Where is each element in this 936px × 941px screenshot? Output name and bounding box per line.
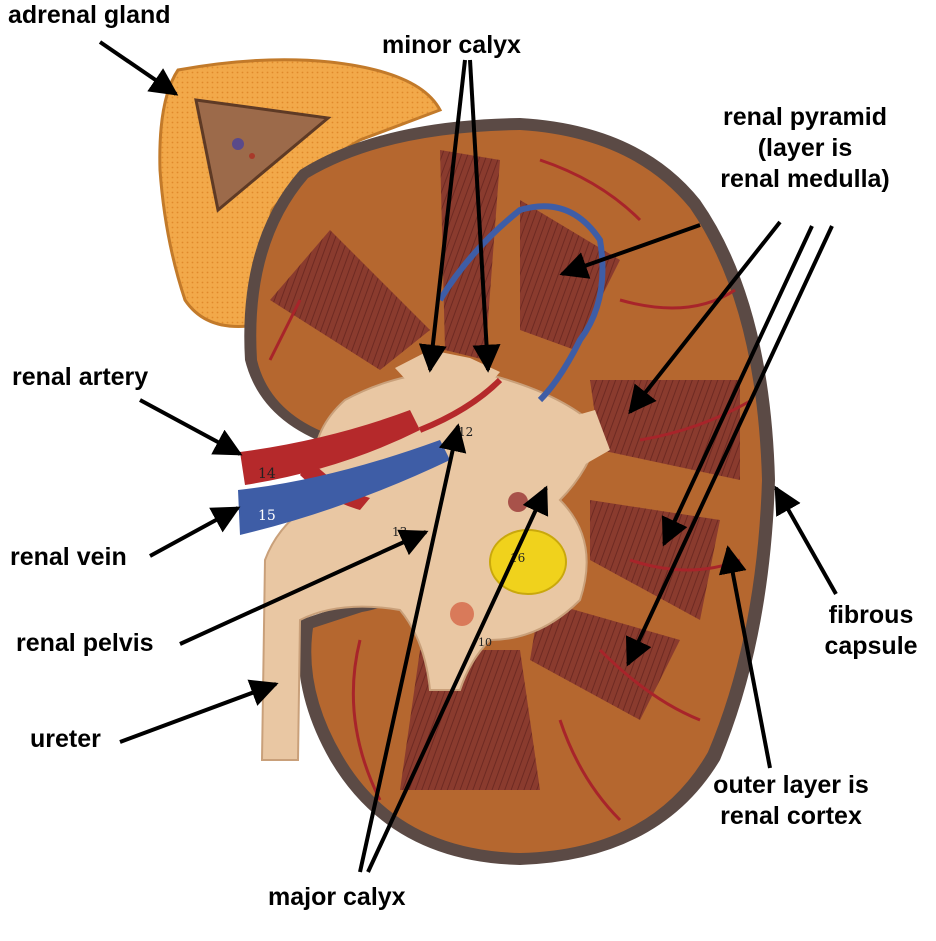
model-number-14: 14	[258, 466, 276, 482]
label-renal-pyramid-line3: renal medulla)	[720, 165, 890, 193]
label-renal-artery: renal artery	[12, 363, 149, 391]
label-renal-vein: renal vein	[10, 543, 127, 571]
label-ureter: ureter	[30, 725, 101, 753]
arrow-renal-pyramid-3	[661, 225, 814, 547]
model-number-13: 13	[392, 525, 407, 539]
label-renal-pyramid: renal pyramid (layer is renal medulla)	[690, 102, 920, 195]
arrow-major-calyx-1	[358, 423, 467, 873]
arrow-renal-cortex	[718, 545, 772, 769]
arrow-adrenal-gland	[98, 40, 179, 96]
label-fibrous-capsule: fibrous capsule	[806, 600, 936, 662]
arrow-minor-calyx-left	[418, 59, 467, 373]
label-renal-pyramid-line2: (layer is	[757, 134, 853, 162]
model-number-10: 10	[478, 636, 492, 649]
model-number-12: 12	[458, 425, 473, 439]
arrow-major-calyx-2	[366, 485, 549, 873]
label-fibrous-capsule-line1: fibrous	[828, 601, 914, 629]
label-adrenal-gland: adrenal gland	[8, 1, 171, 29]
arrow-minor-calyx-right	[468, 59, 501, 373]
arrow-ureter	[119, 679, 279, 744]
arrow-renal-pelvis	[179, 529, 429, 646]
label-major-calyx: major calyx	[268, 883, 406, 911]
arrow-renal-pyramid-2	[628, 220, 782, 415]
arrow-renal-pyramid-1	[559, 223, 701, 279]
label-renal-pelvis: renal pelvis	[16, 629, 154, 657]
adrenal-gland-shape	[158, 58, 443, 328]
arrow-renal-vein	[149, 506, 241, 558]
arrow-renal-artery	[139, 398, 243, 456]
label-minor-calyx: minor calyx	[382, 31, 521, 59]
label-fibrous-capsule-line2: capsule	[824, 632, 918, 660]
label-renal-cortex-line1: outer layer is	[713, 771, 869, 799]
kidney-shape	[238, 118, 775, 865]
label-renal-cortex-line2: renal cortex	[720, 802, 862, 830]
arrow-fibrous-capsule	[774, 485, 838, 595]
label-renal-cortex: outer layer is renal cortex	[686, 770, 896, 832]
arrow-renal-pyramid-4	[625, 225, 834, 667]
label-renal-pyramid-line1: renal pyramid	[723, 103, 887, 131]
model-number-15: 15	[258, 508, 276, 524]
